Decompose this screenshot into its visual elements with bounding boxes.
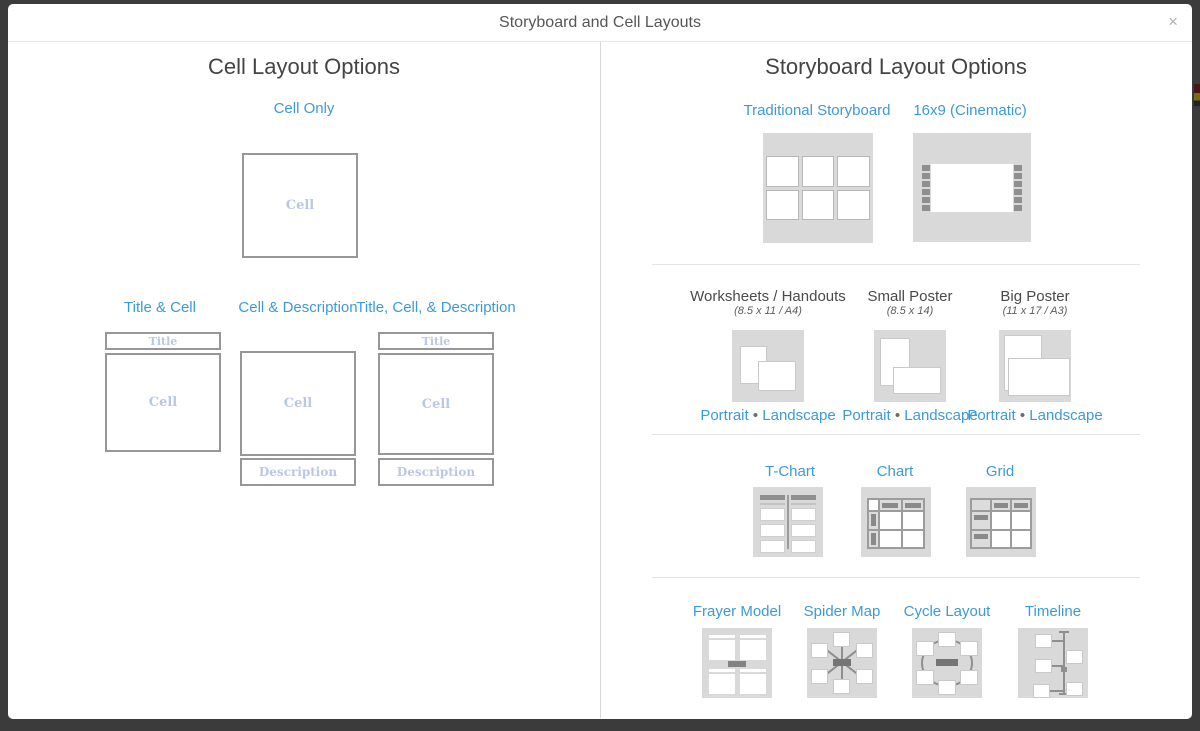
worksheets-landscape-link[interactable]: Landscape	[762, 407, 836, 424]
storyboard-layouts-heading: Storyboard Layout Options	[765, 54, 1027, 79]
modal-header: Storyboard and Cell Layouts ×	[8, 4, 1192, 42]
title-cell-link[interactable]: Title & Cell	[124, 299, 196, 316]
timeline-link[interactable]: Timeline	[1024, 603, 1082, 620]
worksheets-handouts-size: (8.5 x 11 / A4)	[734, 305, 802, 317]
small-poster-label: Small Poster	[867, 288, 953, 305]
backdrop-page-remnant	[1194, 84, 1200, 106]
big-poster-size: (11 x 17 / A3)	[1002, 305, 1068, 317]
film-sprockets-right	[1014, 164, 1022, 211]
spider-map-link[interactable]: Spider Map	[803, 603, 881, 620]
cell-only-link[interactable]: Cell Only	[273, 100, 335, 117]
row-divider	[652, 577, 1140, 578]
grid-thumbnail[interactable]	[966, 487, 1036, 557]
dot-separator: •	[894, 407, 901, 424]
title-cell-diagram-title-bar[interactable]: Title	[105, 332, 221, 350]
small-poster-thumbnail	[874, 330, 946, 402]
film-sprockets-left	[922, 164, 930, 211]
cinematic-screen	[931, 163, 1013, 212]
timeline-thumbnail[interactable]	[1018, 628, 1088, 698]
big-poster-orientation-links[interactable]: Portrait • Landscape	[885, 407, 1185, 424]
cell-description-diagram-description-bar[interactable]: Description	[240, 458, 356, 486]
title-cell-description-diagram-description-bar[interactable]: Description	[378, 458, 494, 486]
worksheets-handouts-thumbnail	[732, 330, 804, 402]
traditional-storyboard-link[interactable]: Traditional Storyboard	[743, 102, 891, 119]
big-poster-label: Big Poster	[1000, 288, 1070, 305]
t-chart-link[interactable]: T-Chart	[764, 463, 815, 480]
small-poster-size: (8.5 x 14)	[886, 305, 934, 317]
title-cell-description-diagram-title-bar[interactable]: Title	[378, 332, 494, 350]
cell-description-link[interactable]: Cell & Description	[238, 299, 358, 316]
landscape-page-shape	[893, 367, 941, 394]
storyboard-layouts-modal: Storyboard and Cell Layouts × Cell Layou…	[8, 4, 1192, 719]
worksheets-orientation-links[interactable]: Portrait • Landscape	[618, 407, 918, 424]
small-poster-orientation-links[interactable]: Portrait • Landscape	[760, 407, 1060, 424]
dot-separator: •	[752, 407, 759, 424]
cell-only-diagram[interactable]: Cell	[242, 153, 358, 258]
cycle-layout-link[interactable]: Cycle Layout	[903, 603, 991, 620]
frayer-model-thumbnail[interactable]	[702, 628, 772, 698]
cell-layouts-heading: Cell Layout Options	[208, 54, 400, 79]
title-cell-description-link[interactable]: Title, Cell, & Description	[356, 299, 516, 316]
title-cell-diagram-cell-box[interactable]: Cell	[105, 353, 221, 452]
close-icon[interactable]: ×	[1168, 12, 1178, 31]
worksheets-portrait-link[interactable]: Portrait	[700, 407, 749, 424]
chart-link[interactable]: Chart	[876, 463, 914, 480]
row-divider	[652, 264, 1140, 265]
grid-link[interactable]: Grid	[985, 463, 1015, 480]
big-poster-thumbnail	[999, 330, 1071, 402]
big-poster-portrait-link[interactable]: Portrait	[967, 407, 1016, 424]
modal-title: Storyboard and Cell Layouts	[499, 13, 701, 31]
chart-thumbnail[interactable]	[861, 487, 931, 557]
cinematic-16x9-link[interactable]: 16x9 (Cinematic)	[913, 102, 1027, 119]
cinematic-16x9-thumbnail[interactable]	[913, 133, 1031, 242]
title-cell-description-diagram-cell-box[interactable]: Cell	[378, 353, 494, 455]
dot-separator: •	[1019, 407, 1026, 424]
worksheets-handouts-label: Worksheets / Handouts	[690, 288, 846, 305]
cell-description-diagram-cell-box[interactable]: Cell	[240, 351, 356, 456]
small-poster-landscape-link[interactable]: Landscape	[904, 407, 978, 424]
traditional-storyboard-thumbnail[interactable]	[763, 133, 873, 243]
big-poster-landscape-link[interactable]: Landscape	[1029, 407, 1103, 424]
spider-map-thumbnail[interactable]	[807, 628, 877, 698]
cycle-layout-thumbnail[interactable]	[912, 628, 982, 698]
landscape-page-shape	[758, 361, 796, 391]
frayer-model-link[interactable]: Frayer Model	[692, 603, 782, 620]
small-poster-portrait-link[interactable]: Portrait	[842, 407, 891, 424]
section-divider	[600, 42, 601, 718]
modal-body: Cell Layout Options Cell Only Cell Title…	[8, 42, 1192, 718]
row-divider	[652, 434, 1140, 435]
t-chart-thumbnail[interactable]	[753, 487, 823, 557]
landscape-page-shape	[1008, 358, 1070, 396]
